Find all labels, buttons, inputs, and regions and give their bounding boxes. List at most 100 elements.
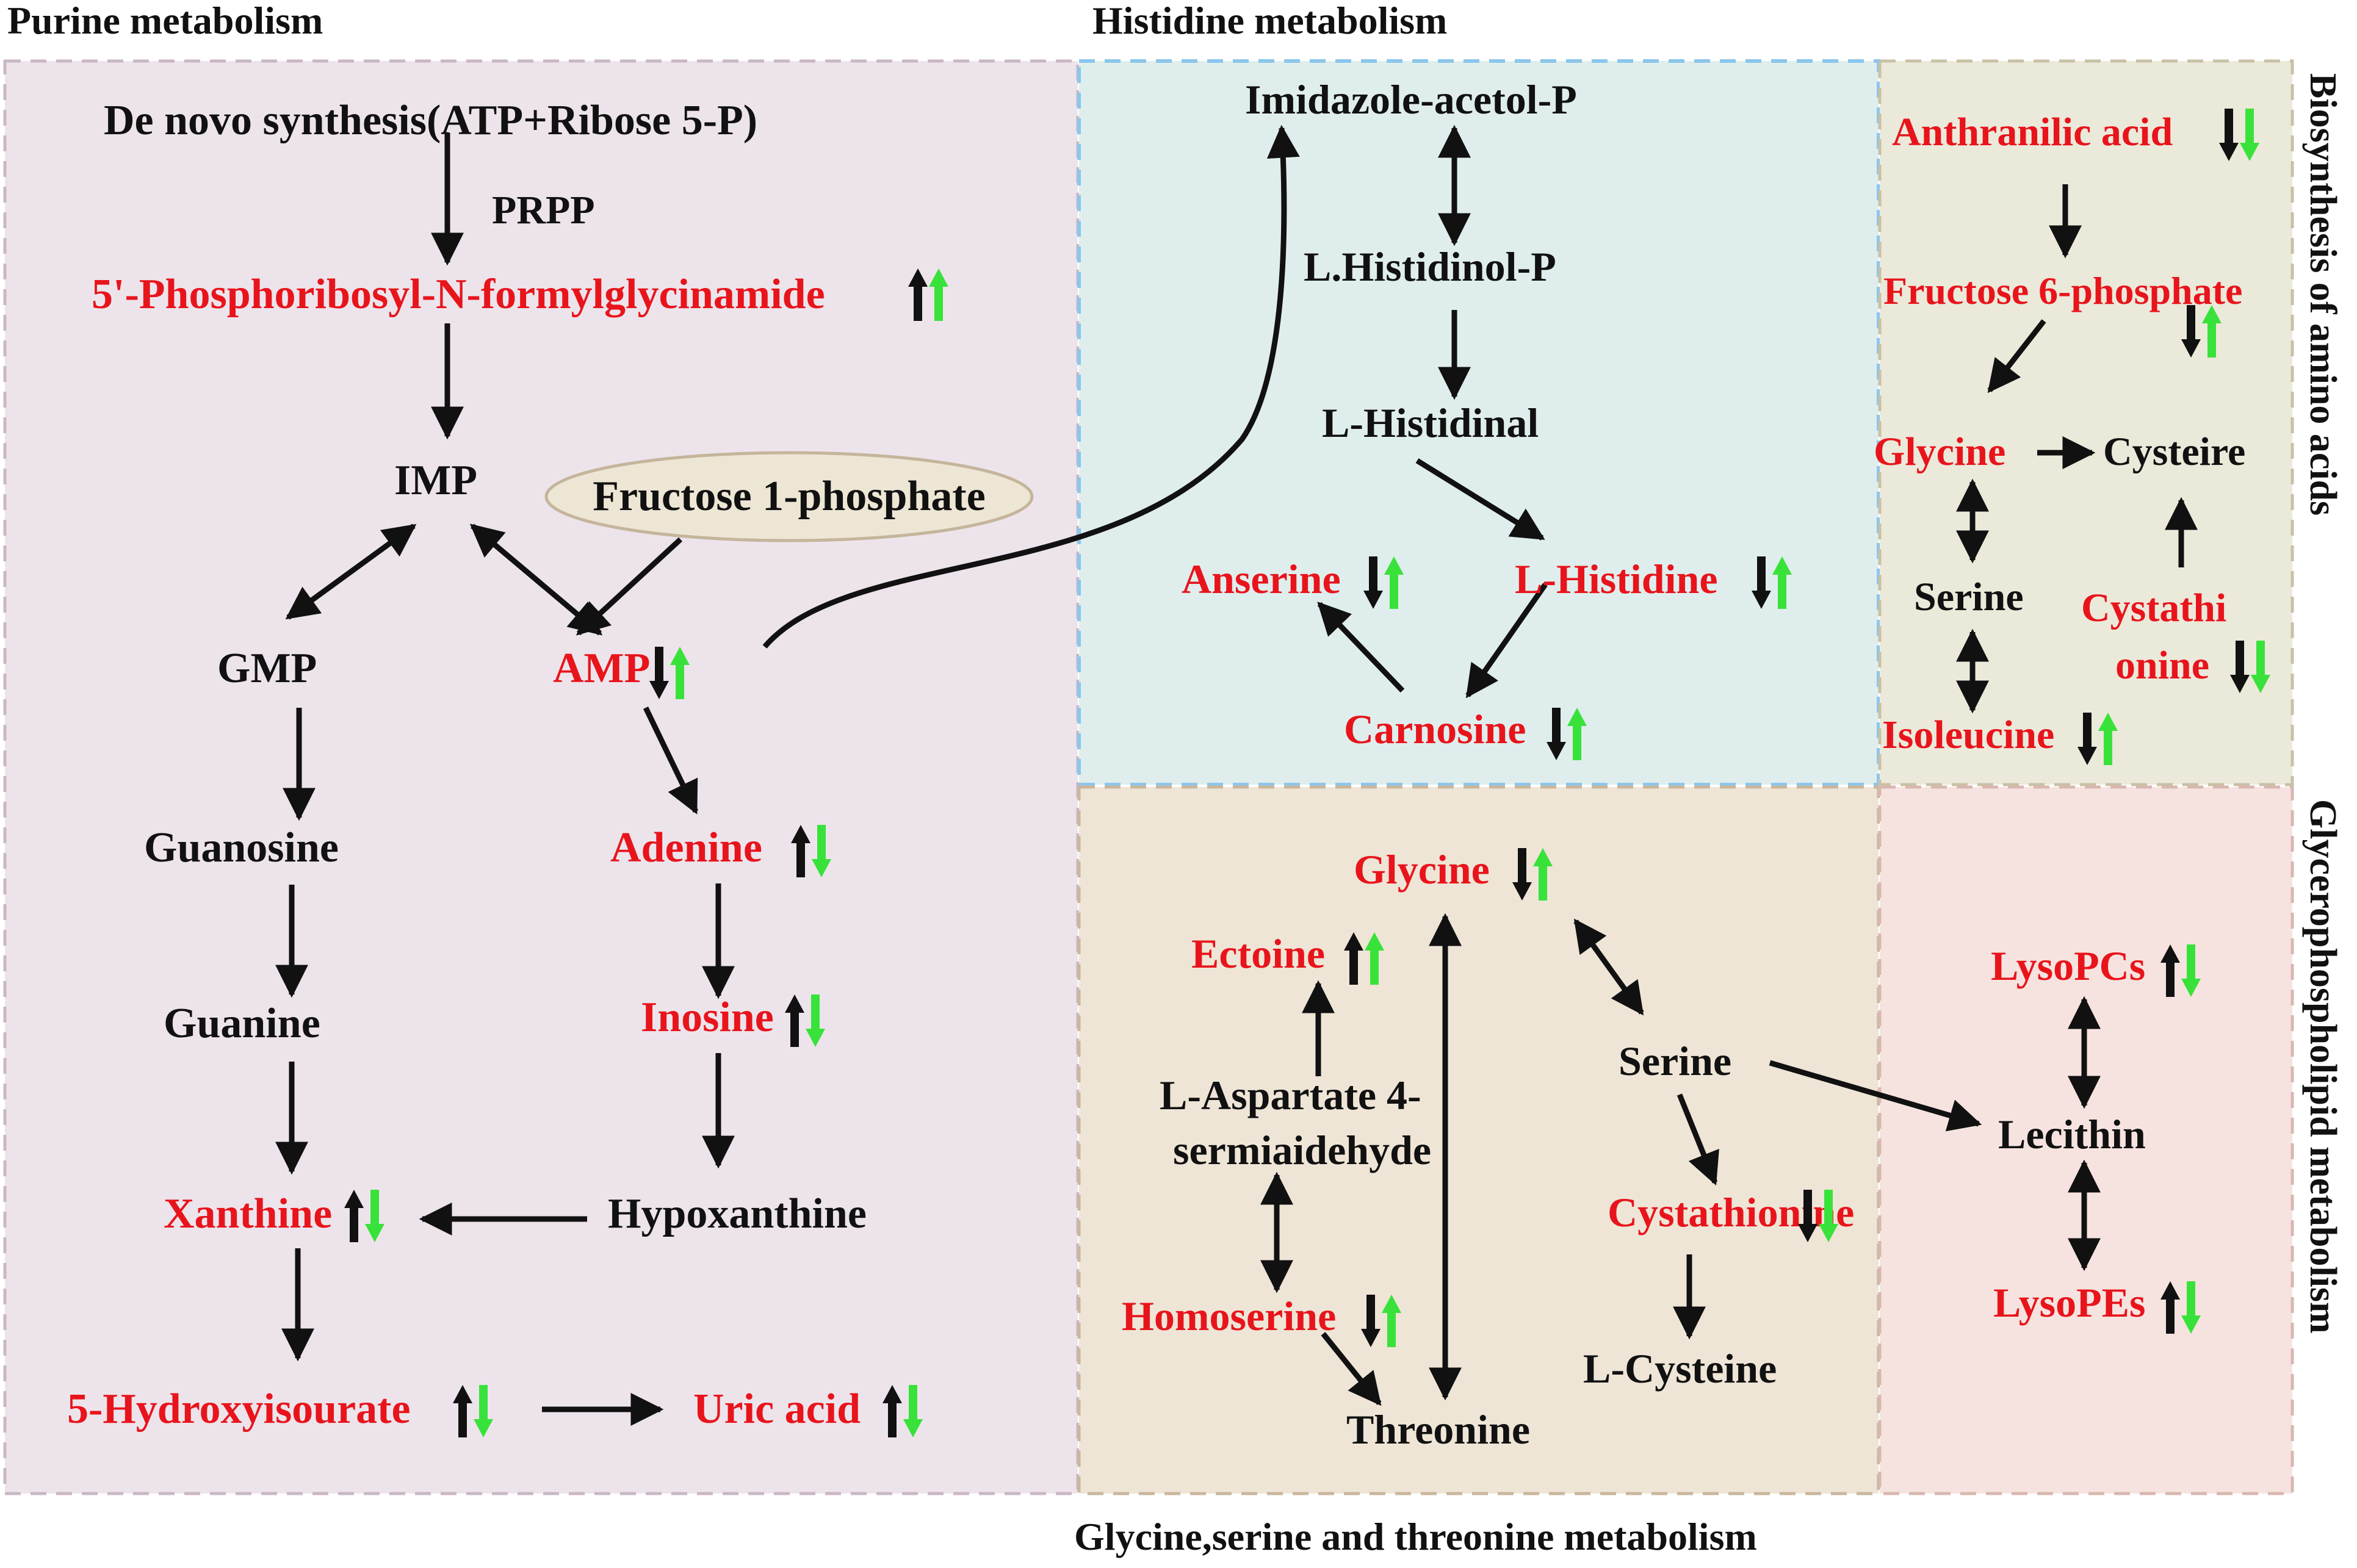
arrow-histidinal-to-l-histidine xyxy=(1415,458,1545,541)
label-glycine-aa: Glycine xyxy=(1874,430,2005,474)
label-aspartate-line2: sermiaidehyde xyxy=(1173,1127,1431,1173)
label-glycine-gst: Glycine xyxy=(1354,846,1490,893)
label-cystathi: Cystathi xyxy=(2081,586,2226,630)
trend-ectoine-black-up-arrow-icon xyxy=(1344,932,1363,985)
arrow-homoserine-to-threonine xyxy=(1321,1332,1382,1406)
panel-purine xyxy=(3,59,1080,1495)
label-l-histidinal: L-Histidinal xyxy=(1322,400,1539,446)
trend-phosphoribosyl-green-up-arrow-icon xyxy=(929,268,948,321)
trend-onine-black-down-arrow-icon xyxy=(2230,641,2250,693)
label-serine-aa: Serine xyxy=(1914,575,2024,619)
title-purine: Purine metabolism xyxy=(7,0,323,42)
label-hypoxanthine: Hypoxanthine xyxy=(608,1190,867,1237)
trend-l_histidine-black-down-arrow-icon xyxy=(1752,556,1771,609)
trend-cystathionine-green-down-arrow-icon xyxy=(1819,1190,1838,1242)
trend-phosphoribosyl-black-up-arrow-icon xyxy=(908,268,928,321)
trend-fructose_6p-black-down-arrow-icon xyxy=(2181,305,2201,358)
trend-amp-black-down-arrow-icon xyxy=(649,647,669,699)
label-fructose-1-phosphate: Fructose 1-phosphate xyxy=(593,473,986,520)
trend-uric_acid-green-down-arrow-icon xyxy=(903,1385,923,1437)
trend-homoserine-green-up-arrow-icon xyxy=(1382,1295,1401,1347)
trend-glycine_gst-green-up-arrow-icon xyxy=(1533,848,1553,901)
label-hydroxyisourate: 5-Hydroxyisourate xyxy=(67,1386,411,1433)
label-imp: IMP xyxy=(394,457,477,504)
label-ectoine: Ectoine xyxy=(1191,930,1325,977)
arrow-glycine-serine-gst xyxy=(1573,918,1644,1016)
trend-hydroxyisourate-green-down-arrow-icon xyxy=(474,1385,493,1437)
arrow-serine-to-cystathionine xyxy=(1677,1093,1719,1186)
fructose-1-phosphate-ellipse xyxy=(544,451,1034,542)
arrow-amp-to-adenine xyxy=(643,707,699,815)
trend-anserine-black-down-arrow-icon xyxy=(1363,556,1383,609)
arrow-fructose1p-to-amp xyxy=(576,537,683,636)
trend-carnosine-green-up-arrow-icon xyxy=(1567,708,1587,760)
trend-amp-green-up-arrow-icon xyxy=(670,647,690,699)
trend-xanthine-green-down-arrow-icon xyxy=(365,1190,384,1242)
label-anserine: Anserine xyxy=(1182,556,1341,602)
trend-adenine-green-down-arrow-icon xyxy=(812,825,831,877)
trend-anserine-green-up-arrow-icon xyxy=(1384,556,1404,609)
label-homoserine: Homoserine xyxy=(1122,1293,1336,1339)
trend-lysopes-black-up-arrow-icon xyxy=(2160,1281,2180,1334)
trend-fructose_6p-green-up-arrow-icon xyxy=(2202,305,2222,358)
trend-indicators xyxy=(344,109,2270,1437)
trend-uric_acid-black-up-arrow-icon xyxy=(883,1385,902,1437)
label-lecithin: Lecithin xyxy=(1998,1111,2146,1157)
label-adenine: Adenine xyxy=(610,824,762,871)
panel-glycerophospholipid xyxy=(1878,785,2294,1495)
label-inosine: Inosine xyxy=(641,994,774,1041)
label-cysteire: Cysteire xyxy=(2103,430,2245,474)
trend-inosine-black-up-arrow-icon xyxy=(785,994,804,1047)
arrow-serine-to-lecithin xyxy=(1769,1060,1982,1132)
label-guanine: Guanine xyxy=(164,1000,320,1047)
label-fructose-6-phosphate: Fructose 6-phosphate xyxy=(1883,269,2242,312)
arrow-imp-gmp xyxy=(285,523,417,620)
title-amino-acids: Biosynthesis of amino acids xyxy=(2302,73,2344,516)
pathway-arrows xyxy=(275,124,2198,1426)
label-amp: AMP xyxy=(553,645,650,692)
label-prpp: PRPP xyxy=(492,188,595,232)
trend-anthranilic-green-down-arrow-icon xyxy=(2240,109,2259,161)
label-isoleucine: Isoleucine xyxy=(1882,713,2054,757)
label-aspartate-line1: L-Aspartate 4- xyxy=(1160,1072,1421,1118)
label-uric-acid: Uric acid xyxy=(693,1386,861,1433)
label-cystathionine: Cystathionine xyxy=(1608,1189,1854,1235)
trend-lysopes-green-down-arrow-icon xyxy=(2181,1281,2201,1334)
panel-amino-acids xyxy=(1878,59,2294,786)
label-lysopes: LysoPEs xyxy=(1993,1279,2145,1326)
trend-cystathionine-black-down-arrow-icon xyxy=(1798,1190,1817,1242)
trend-inosine-green-down-arrow-icon xyxy=(806,994,825,1047)
trend-adenine-black-up-arrow-icon xyxy=(791,825,810,877)
label-de-novo: De novo synthesis(ATP+Ribose 5-P) xyxy=(104,97,757,144)
label-l-histidine: L-Histidine xyxy=(1515,556,1718,602)
label-xanthine: Xanthine xyxy=(164,1190,332,1237)
trend-ectoine-green-up-arrow-icon xyxy=(1365,932,1384,985)
label-l-histidinol-p: L.Histidinol-P xyxy=(1304,243,1556,290)
trend-hydroxyisourate-black-up-arrow-icon xyxy=(453,1385,472,1437)
arrow-fructose6p-to-glycine xyxy=(1987,319,2046,394)
trend-onine-green-down-arrow-icon xyxy=(2251,641,2270,693)
trend-carnosine-black-down-arrow-icon xyxy=(1547,708,1566,760)
title-histidine: Histidine metabolism xyxy=(1092,0,1447,42)
title-glycerophospholipid: Glycerophospholipid metabolism xyxy=(2302,799,2344,1334)
label-imidazole-acetol-p: Imidazole-acetol-P xyxy=(1245,76,1577,123)
label-lysopcs: LysoPCs xyxy=(1991,943,2145,989)
trend-l_histidine-green-up-arrow-icon xyxy=(1772,556,1792,609)
label-serine-gst: Serine xyxy=(1619,1038,1731,1084)
label-guanosine: Guanosine xyxy=(144,824,339,871)
trend-homoserine-black-down-arrow-icon xyxy=(1361,1295,1381,1347)
panel-glycine-serine-threonine xyxy=(1077,785,1880,1495)
label-onine: onine xyxy=(2115,643,2209,688)
label-gmp: GMP xyxy=(217,645,317,692)
label-l-cysteine: L-Cysteine xyxy=(1583,1345,1777,1392)
arrow-carnosine-to-anserine xyxy=(1317,602,1405,693)
arrow-amp-to-imidazole xyxy=(762,124,1300,649)
arrow-l-histidine-to-carnosine xyxy=(1465,583,1548,699)
section-titles: Purine metabolism Histidine metabolism G… xyxy=(7,0,2344,1558)
trend-lysopcs-black-up-arrow-icon xyxy=(2160,944,2180,997)
trend-lysopcs-green-down-arrow-icon xyxy=(2181,944,2201,997)
label-carnosine: Carnosine xyxy=(1344,706,1526,752)
trend-xanthine-black-up-arrow-icon xyxy=(344,1190,364,1242)
label-threonine: Threonine xyxy=(1346,1406,1530,1453)
